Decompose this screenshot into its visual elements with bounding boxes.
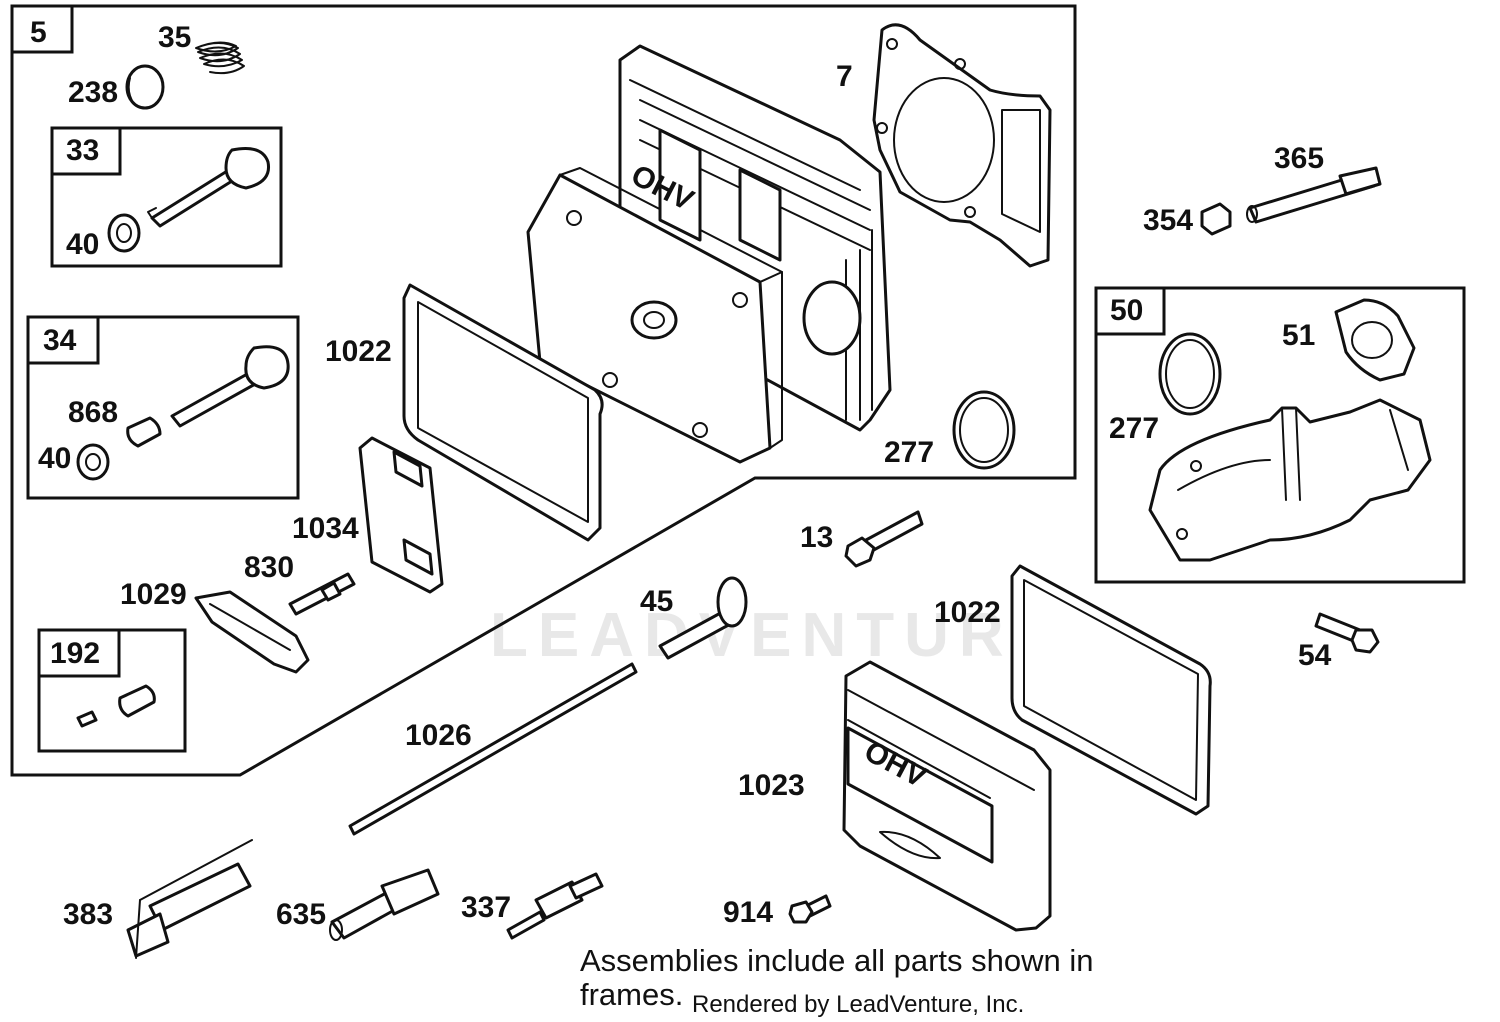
push-rod xyxy=(348,662,638,836)
callout-635: 635 xyxy=(276,898,326,931)
callout-7: 7 xyxy=(836,60,853,93)
intake-valve xyxy=(170,345,290,428)
callout-1022-b: 1022 xyxy=(934,596,1001,629)
callout-51: 51 xyxy=(1282,319,1315,352)
footnote-main: Assemblies include all parts shown in fr… xyxy=(580,943,1094,1012)
callout-914: 914 xyxy=(723,896,773,929)
rocker-gasket-a xyxy=(402,283,604,542)
callout-383: 383 xyxy=(63,898,113,931)
frame-34-tag xyxy=(26,315,100,365)
callout-1034: 1034 xyxy=(292,512,359,545)
rocker-arm xyxy=(194,590,310,674)
frame-192-tag xyxy=(37,628,121,678)
valve-cap xyxy=(125,64,165,110)
valve-cover: OHV xyxy=(842,660,1052,932)
frame-34-label: 34 xyxy=(43,324,77,357)
callout-1023: 1023 xyxy=(738,769,805,802)
frame-33-label: 33 xyxy=(66,134,99,167)
intake-o-ring xyxy=(1158,332,1222,416)
footnote-credit: Rendered by LeadVenture, Inc. xyxy=(692,991,1025,1018)
exhaust-valve xyxy=(147,147,271,228)
callout-35: 35 xyxy=(158,21,191,54)
callout-13: 13 xyxy=(800,521,833,554)
adjuster-screws xyxy=(76,684,156,728)
fitting-nut xyxy=(1200,202,1232,236)
spark-plug-wrench xyxy=(126,839,253,959)
cover-screw xyxy=(788,894,832,924)
frame-50-label: 50 xyxy=(1110,294,1143,327)
callout-277-b: 277 xyxy=(1109,412,1159,445)
callout-1022-a: 1022 xyxy=(325,335,392,368)
head-gasket xyxy=(872,23,1052,268)
valve-seal xyxy=(126,416,162,448)
frame-50-outline xyxy=(1094,286,1466,584)
hose-fitting xyxy=(1246,166,1382,224)
valve-retainer-b xyxy=(76,443,110,481)
push-rod-guide xyxy=(658,576,748,660)
rocker-stud xyxy=(288,572,356,616)
callout-868: 868 xyxy=(68,396,118,429)
spark-plug xyxy=(506,872,604,940)
watermark: LEADVENTURE xyxy=(490,601,1066,670)
valve-spring xyxy=(195,41,245,75)
callout-830: 830 xyxy=(244,551,294,584)
callout-354: 354 xyxy=(1143,204,1193,237)
callout-40-a: 40 xyxy=(66,228,99,261)
frame-33-outline xyxy=(50,126,283,268)
manifold-bolt xyxy=(1314,612,1380,654)
callout-337: 337 xyxy=(461,891,511,924)
callout-40-b: 40 xyxy=(38,442,71,475)
spark-plug-boot xyxy=(329,868,440,941)
frame-34-outline xyxy=(26,315,300,500)
frame-5-outline xyxy=(10,4,1077,777)
callout-238: 238 xyxy=(68,76,118,109)
callout-54: 54 xyxy=(1298,639,1332,672)
callout-365: 365 xyxy=(1274,142,1324,175)
valve-retainer-a xyxy=(107,213,141,253)
intake-manifold xyxy=(1148,398,1432,562)
frame-5-label: 5 xyxy=(30,16,47,49)
frame-192-label: 192 xyxy=(50,637,100,670)
rocker-gasket-b xyxy=(1010,564,1212,816)
frame-33-tag xyxy=(50,126,122,176)
footnote: Assemblies include all parts shown in fr… xyxy=(580,943,1150,1019)
o-ring-a xyxy=(952,390,1016,470)
cylinder-head: OHV xyxy=(526,44,892,464)
callout-277-a: 277 xyxy=(884,436,934,469)
breather-plate xyxy=(358,436,444,594)
callout-1029: 1029 xyxy=(120,578,187,611)
intake-gasket xyxy=(1334,298,1416,382)
frame-50-tag xyxy=(1094,286,1166,336)
head-bolt xyxy=(844,510,924,568)
frame-5-tag xyxy=(10,4,74,54)
callout-1026: 1026 xyxy=(405,719,472,752)
callout-45: 45 xyxy=(640,585,673,618)
